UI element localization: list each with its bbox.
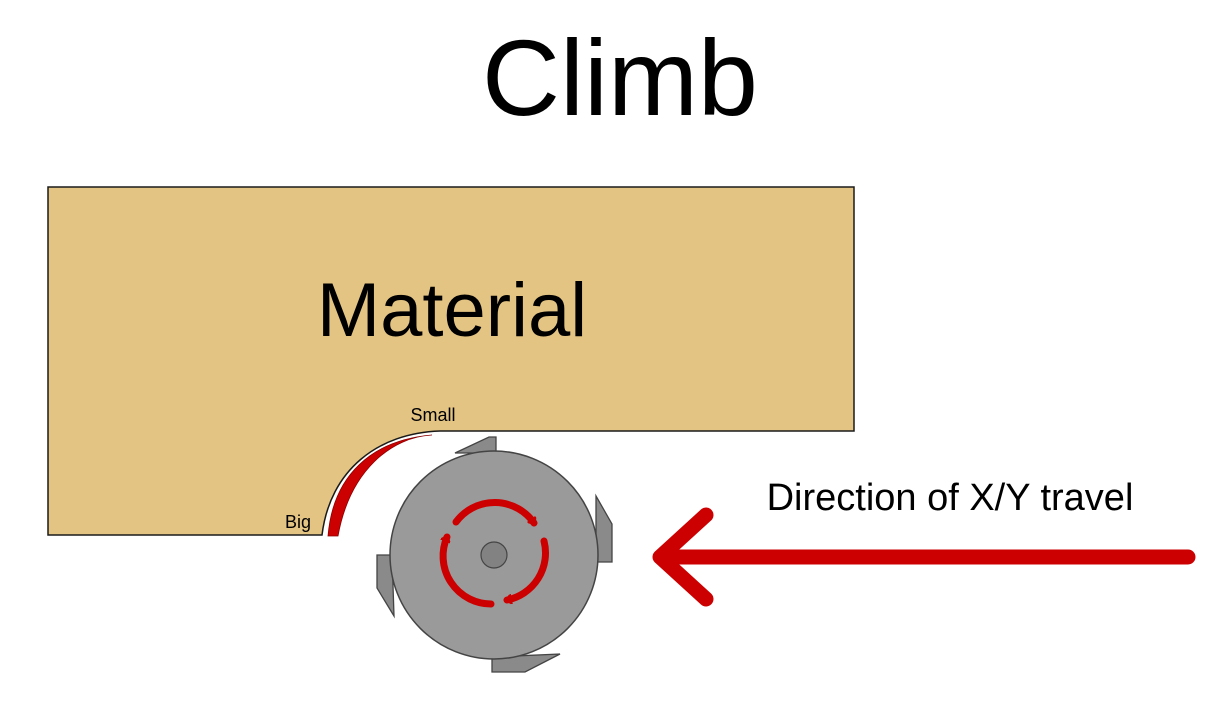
end-mill-cutter-icon	[376, 436, 613, 673]
material-label: Material	[317, 268, 587, 353]
chip-label-big: Big	[285, 512, 311, 532]
direction-label: Direction of X/Y travel	[767, 477, 1134, 519]
rotation-arrow-left	[439, 533, 495, 608]
chip-label-small: Small	[410, 405, 455, 425]
chip-thickness-wedge	[327, 434, 433, 537]
clockwise-rotation-arrows-icon	[439, 498, 549, 608]
left-arrow-icon	[652, 507, 1196, 607]
material-block	[47, 186, 855, 536]
travel-arrow-head	[652, 507, 714, 607]
cutter-hub	[480, 541, 508, 569]
rotation-arrow-top	[452, 498, 538, 527]
cutter-flute-left	[376, 554, 395, 619]
diagram-title: Climb	[482, 17, 758, 138]
rotation-arrow-right	[503, 537, 549, 600]
